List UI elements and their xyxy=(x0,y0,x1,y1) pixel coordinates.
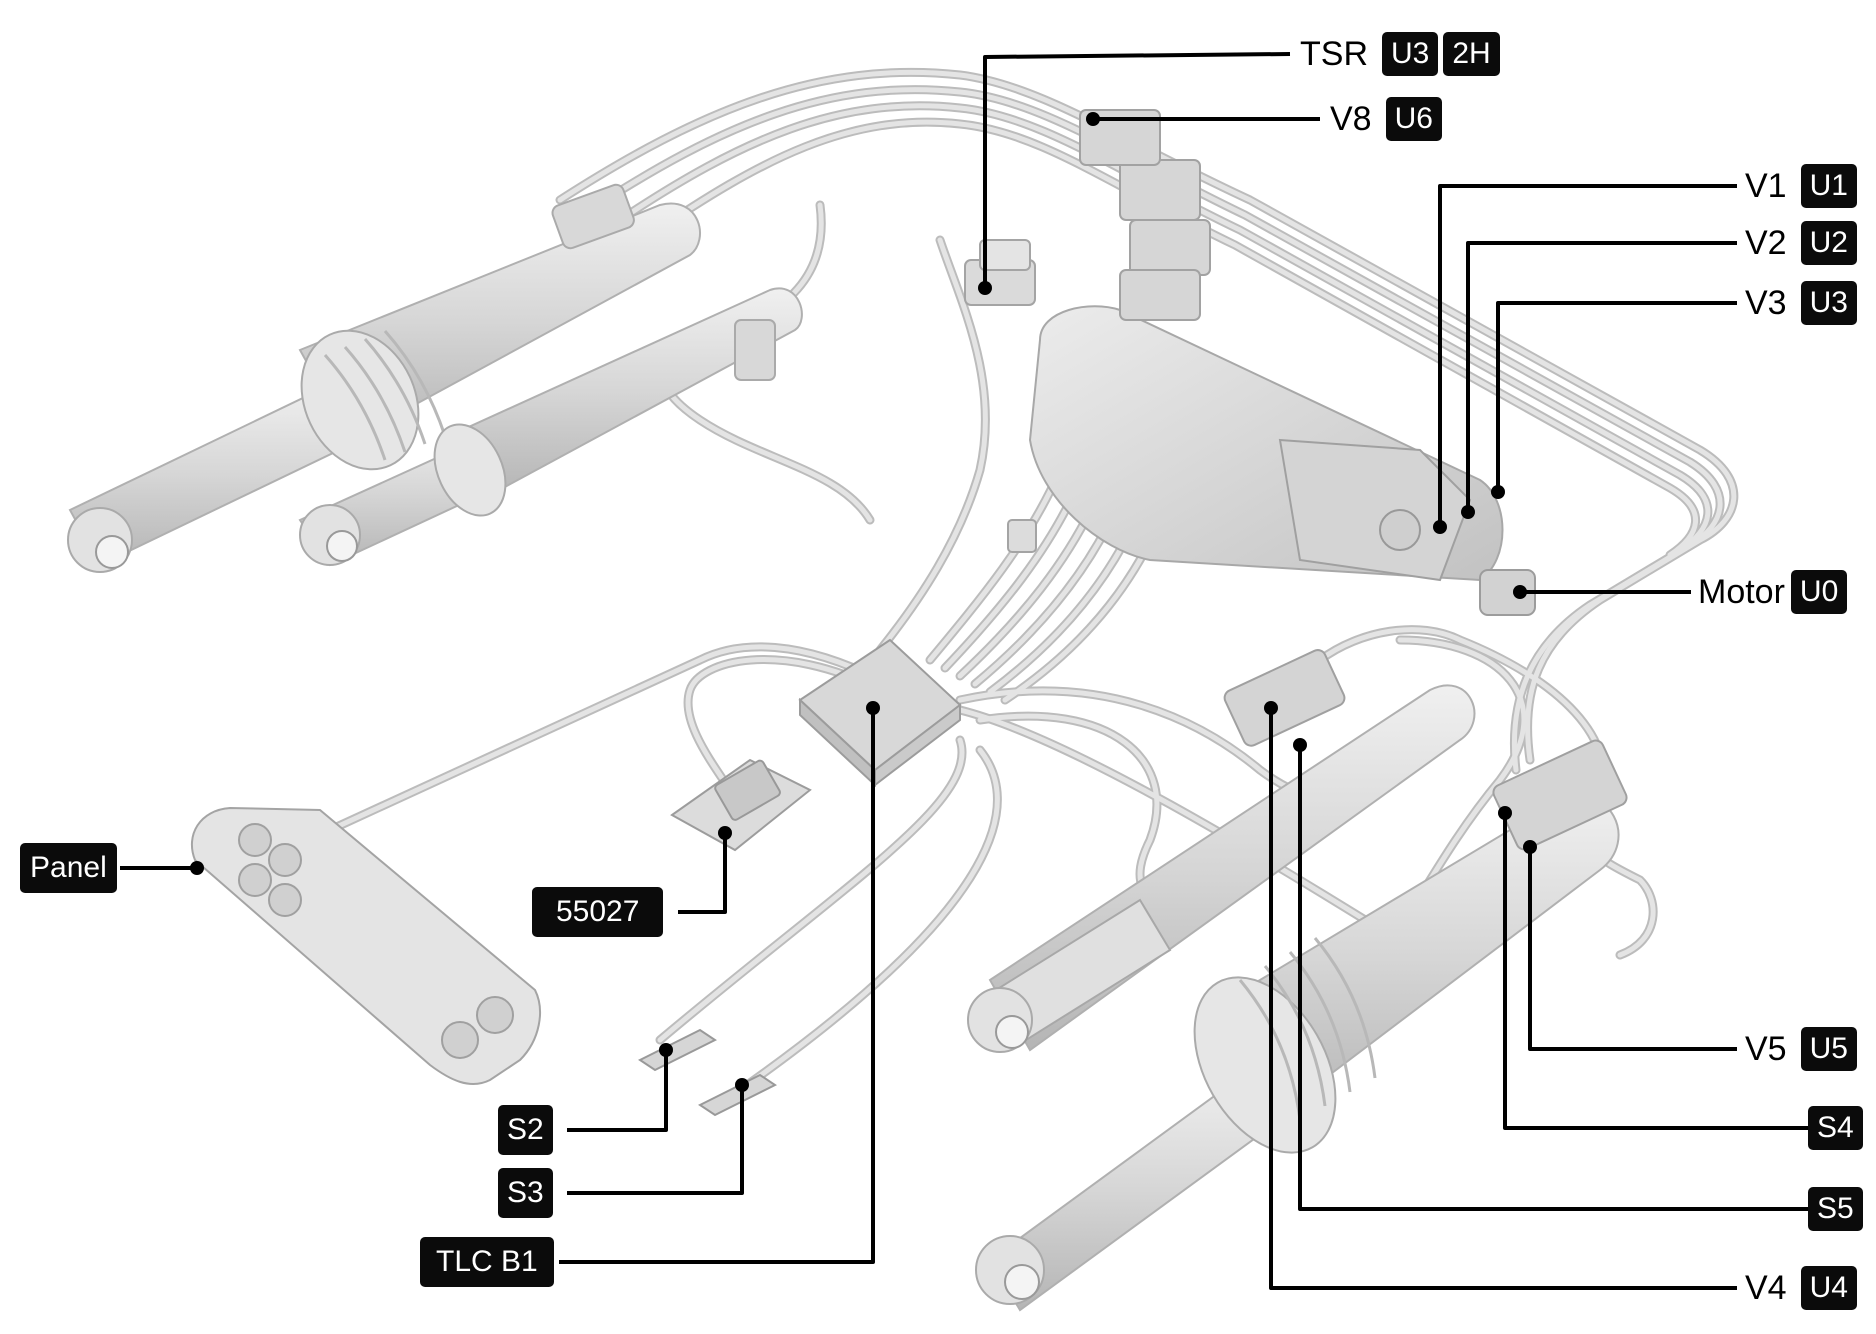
leader-tsr xyxy=(983,52,1291,288)
leader-tlc xyxy=(559,708,875,1264)
leader-dots xyxy=(190,112,1537,1092)
cylinder-upper-left-2 xyxy=(298,287,803,567)
label-tsr-badge-1: U3 xyxy=(1382,32,1439,76)
label-motor-badge: U0 xyxy=(1790,570,1848,614)
label-v8-text: V8 xyxy=(1330,99,1372,138)
leader-s2 xyxy=(567,1050,668,1132)
leader-v5 xyxy=(1528,847,1737,1051)
label-55027: 55027 xyxy=(532,887,664,937)
label-v3: V3 U3 xyxy=(1745,281,1857,325)
label-tsr-badge-2: 2H xyxy=(1443,32,1500,76)
sensor-s2 xyxy=(638,1028,717,1072)
label-motor: Motor U0 xyxy=(1698,570,1848,614)
pump-motor-unit xyxy=(1028,109,1536,616)
leader-v4 xyxy=(1269,708,1737,1290)
label-v3-badge: U3 xyxy=(1800,281,1857,325)
label-tlc-b1-badge: TLC B1 xyxy=(420,1237,554,1287)
leader-v2 xyxy=(1466,241,1737,512)
label-motor-text: Motor xyxy=(1698,572,1785,611)
label-tsr-text: TSR xyxy=(1300,34,1368,73)
label-v4: V4 U4 xyxy=(1745,1266,1857,1310)
label-s2-badge: S2 xyxy=(498,1105,553,1155)
label-s5-badge: S5 xyxy=(1808,1187,1863,1231)
label-s4: S4 xyxy=(1808,1106,1863,1150)
label-v2: V2 U2 xyxy=(1745,221,1857,265)
label-v5-badge: U5 xyxy=(1800,1027,1857,1071)
leader-s3 xyxy=(567,1085,744,1195)
leader-55027 xyxy=(678,833,727,914)
label-v1-text: V1 xyxy=(1745,166,1787,205)
label-v5: V5 U5 xyxy=(1745,1027,1857,1071)
label-panel-badge: Panel xyxy=(20,843,117,893)
label-s2: S2 xyxy=(498,1105,553,1155)
tsr-valve xyxy=(964,239,1036,306)
label-v8-badge: U6 xyxy=(1385,97,1442,141)
leader-s5 xyxy=(1298,745,1808,1211)
small-connector xyxy=(1007,519,1037,553)
label-tlc-b1: TLC B1 xyxy=(420,1237,554,1287)
control-panel xyxy=(190,806,541,1085)
label-v5-text: V5 xyxy=(1745,1029,1787,1068)
label-55027-badge: 55027 xyxy=(532,887,664,937)
label-v2-badge: U2 xyxy=(1800,221,1857,265)
label-tsr: TSR U3 2H xyxy=(1300,32,1500,76)
label-v3-text: V3 xyxy=(1745,283,1787,322)
leader-s4 xyxy=(1503,813,1808,1130)
label-v4-text: V4 xyxy=(1745,1268,1787,1307)
label-s5: S5 xyxy=(1808,1187,1863,1231)
leader-lines xyxy=(120,52,1808,1290)
label-v1: V1 U1 xyxy=(1745,164,1857,208)
label-s3-badge: S3 xyxy=(498,1168,553,1218)
label-s3: S3 xyxy=(498,1168,553,1218)
leader-v3 xyxy=(1496,301,1737,492)
label-v2-text: V2 xyxy=(1745,223,1787,262)
connector-55027 xyxy=(670,758,812,852)
label-v1-badge: U1 xyxy=(1800,164,1857,208)
cylinder-lower-right-1 xyxy=(967,649,1476,1053)
label-v8: V8 U6 xyxy=(1330,97,1442,141)
leader-v1 xyxy=(1438,184,1737,527)
label-s4-badge: S4 xyxy=(1808,1106,1863,1150)
cylinder-upper-left-1 xyxy=(67,183,701,573)
label-v4-badge: U4 xyxy=(1800,1266,1857,1310)
label-panel: Panel xyxy=(20,843,117,893)
